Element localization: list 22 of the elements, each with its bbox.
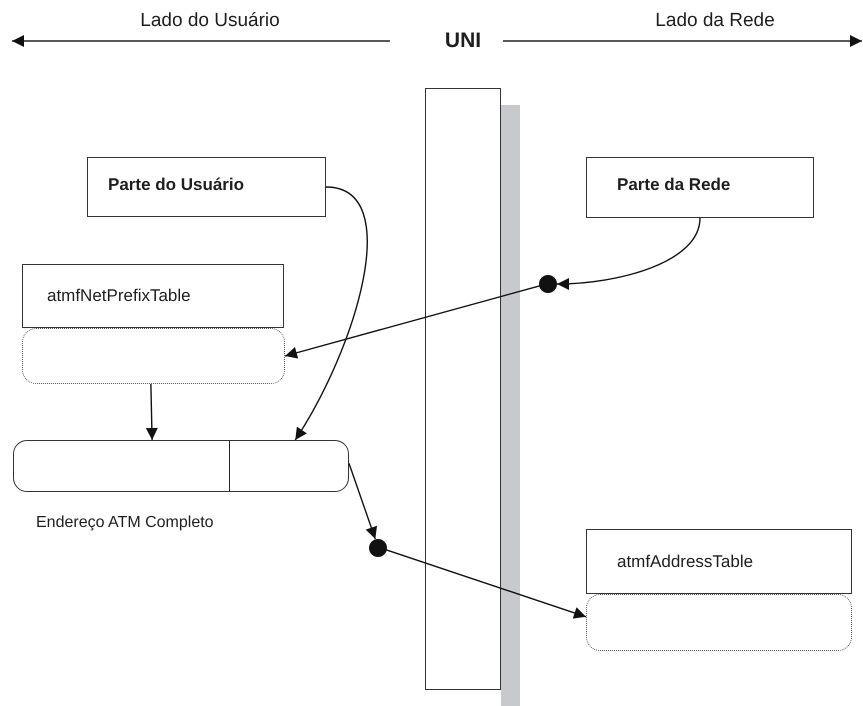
side-label: Lado do Usuário bbox=[140, 10, 280, 32]
arrow bbox=[284, 285, 540, 359]
junction-dot bbox=[539, 275, 557, 293]
node-label: Parte do Usuário bbox=[108, 174, 244, 194]
node-label: Parte da Rede bbox=[617, 175, 730, 195]
arrow bbox=[146, 384, 158, 440]
node-label: Endereço ATM Completo bbox=[36, 514, 214, 532]
table-box bbox=[586, 529, 852, 594]
arrow bbox=[556, 218, 701, 290]
arrow bbox=[348, 463, 378, 540]
table-row-box bbox=[586, 594, 852, 651]
junction-dot bbox=[369, 539, 387, 557]
interface-label: UNI bbox=[444, 29, 482, 53]
arrow bbox=[294, 186, 368, 440]
node-label: atmfNetPrefixTable bbox=[47, 286, 191, 306]
arrow bbox=[386, 549, 586, 619]
side-label: Lado da Rede bbox=[655, 10, 775, 32]
process-box bbox=[586, 157, 814, 218]
node-label: atmfAddressTable bbox=[617, 552, 754, 572]
process-box bbox=[87, 157, 326, 217]
table-row-box bbox=[22, 328, 285, 384]
table-box bbox=[22, 264, 284, 328]
